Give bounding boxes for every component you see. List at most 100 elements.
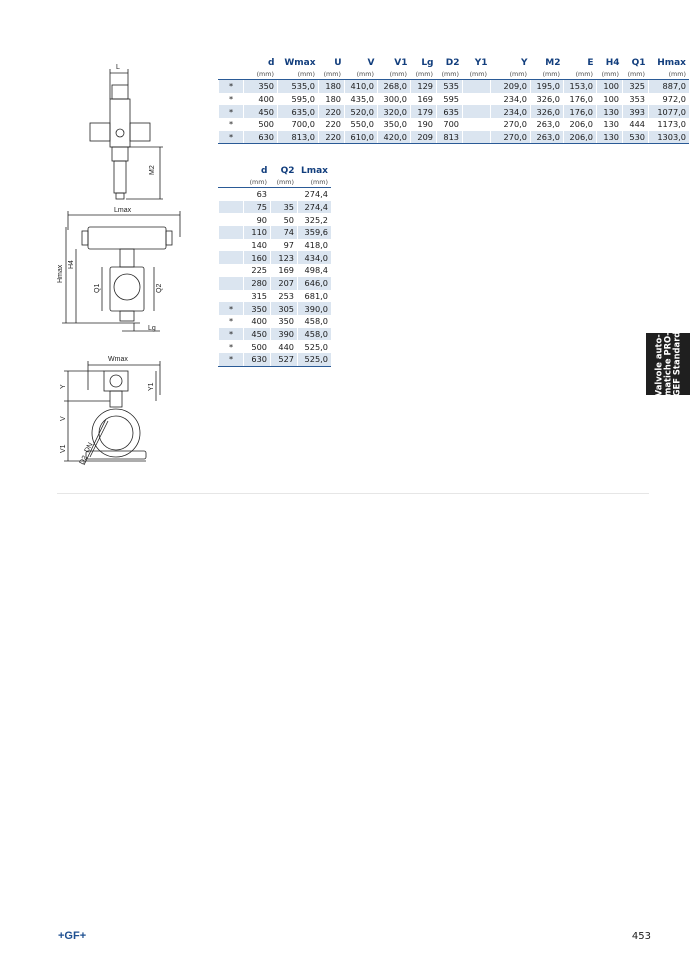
table-units-row: (mm) (mm) (mm) xyxy=(218,177,331,188)
table-unit-cell: (mm) xyxy=(596,69,623,80)
table-unit-cell: (mm) xyxy=(270,177,298,188)
table-marker-cell: * xyxy=(218,327,244,341)
table-cell: 418,0 xyxy=(297,238,331,252)
table-cell: 270,0 xyxy=(490,118,531,131)
table-header-cell: Lmax xyxy=(301,166,328,176)
table-header-cell: Wmax xyxy=(284,58,316,68)
table-marker-cell xyxy=(218,200,244,214)
table-header-cell: Y1 xyxy=(474,58,488,68)
table-marker-cell: * xyxy=(218,92,244,106)
table-cell: 176,0 xyxy=(563,105,597,119)
table-unit-cell: (mm) xyxy=(436,69,463,80)
dim-label-H4: H4 xyxy=(68,260,75,269)
table-unit-cell: (mm) xyxy=(530,69,564,80)
table-cell: 681,0 xyxy=(297,289,331,303)
table-cell: 595,0 xyxy=(277,92,319,106)
table-cell: 525,0 xyxy=(297,352,331,367)
table-marker-cell xyxy=(218,226,244,239)
table-marker-cell xyxy=(218,289,244,303)
table-cell: 393 xyxy=(622,105,649,119)
table-unit-cell: (mm) xyxy=(318,69,345,80)
table-header-spacer xyxy=(219,57,244,69)
table-cell: 195,0 xyxy=(530,79,564,93)
table-cell: 140 xyxy=(243,238,271,252)
dim-label-V1: V1 xyxy=(60,444,67,453)
table-cell: 75 xyxy=(243,200,271,214)
table-cell: 180 xyxy=(318,79,345,93)
table-cell: 90 xyxy=(243,213,271,227)
table-cell: 97 xyxy=(270,238,298,252)
table-header-cell: U xyxy=(334,58,342,68)
table-unit-cell: (mm) xyxy=(344,69,378,80)
table-cell: 180 xyxy=(318,92,345,106)
dimension-table-actuator: d Wmax U V V1 Lg D2 Y1 Y M2 E H4 Q1 Hmax… xyxy=(218,57,689,145)
table-cell: 160 xyxy=(243,251,271,265)
table-cell: 63 xyxy=(243,187,271,201)
table-marker-cell: * xyxy=(218,340,244,353)
table-cell: 400 xyxy=(243,92,278,106)
table-marker-cell: * xyxy=(218,352,244,367)
table-unit-cell: (mm) xyxy=(410,69,437,80)
dim-label-Y: Y xyxy=(60,384,67,389)
table-header-cell: H4 xyxy=(605,58,620,68)
table-unit-cell: (mm) xyxy=(277,69,319,80)
table-cell: 450 xyxy=(243,327,271,341)
gf-logo: +GF+ xyxy=(58,930,87,942)
dim-label-Lmax: Lmax xyxy=(114,207,132,214)
table-cell: 234,0 xyxy=(490,105,531,119)
dim-label-L: L xyxy=(116,64,120,71)
table-cell: 1077,0 xyxy=(648,105,689,119)
table-cell: 390,0 xyxy=(297,302,331,315)
table-header-cell: Q2 xyxy=(280,166,295,176)
table-cell: 595 xyxy=(436,92,463,106)
table-cell: 100 xyxy=(596,79,623,93)
table-cell: 813 xyxy=(436,130,463,145)
dim-label-Y1: Y1 xyxy=(148,382,155,391)
dim-label-Q2: Q2 xyxy=(156,284,163,293)
table-cell: 972,0 xyxy=(648,92,689,106)
table-unit-cell: (mm) xyxy=(297,177,331,188)
table-cell: 400 xyxy=(243,314,271,328)
table-cell: 50 xyxy=(270,213,298,227)
table-cell: 635 xyxy=(436,105,463,119)
table-header-cell: M2 xyxy=(545,58,561,68)
table-cell xyxy=(462,92,491,106)
table-cell: 74 xyxy=(270,226,298,239)
table-cell: 700,0 xyxy=(277,118,319,131)
table-unit-cell: (mm) xyxy=(243,69,278,80)
table-cell: 350 xyxy=(243,79,278,93)
table-marker-cell xyxy=(218,276,244,290)
table-cell: 390 xyxy=(270,327,298,341)
table-cell: 325 xyxy=(622,79,649,93)
table-cell: 530 xyxy=(622,130,649,145)
table-units-row: (mm) (mm) (mm) (mm) (mm) (mm) (mm) (mm) … xyxy=(218,69,689,80)
table-marker-cell: * xyxy=(218,314,244,328)
table-cell: 130 xyxy=(596,130,623,145)
table-cell xyxy=(462,130,491,145)
table-cell: 209 xyxy=(410,130,437,145)
table-cell: 280 xyxy=(243,276,271,290)
table-cell xyxy=(462,105,491,119)
dim-label-D2: D2 xyxy=(79,455,89,466)
table-cell: 520,0 xyxy=(344,105,378,119)
table-cell: 435,0 xyxy=(344,92,378,106)
table-cell: 190 xyxy=(410,118,437,131)
table-cell: 630 xyxy=(243,352,271,367)
table-units-spacer xyxy=(218,69,244,80)
side-tab: Valvole auto- matiche PRO- GEF Standard xyxy=(646,332,690,396)
table-cell: 610,0 xyxy=(344,130,378,145)
table-header-cell: Lg xyxy=(421,58,434,68)
table-header-cell: V1 xyxy=(394,58,408,68)
table-cell: 129 xyxy=(410,79,437,93)
table-header-cell: E xyxy=(587,58,594,68)
